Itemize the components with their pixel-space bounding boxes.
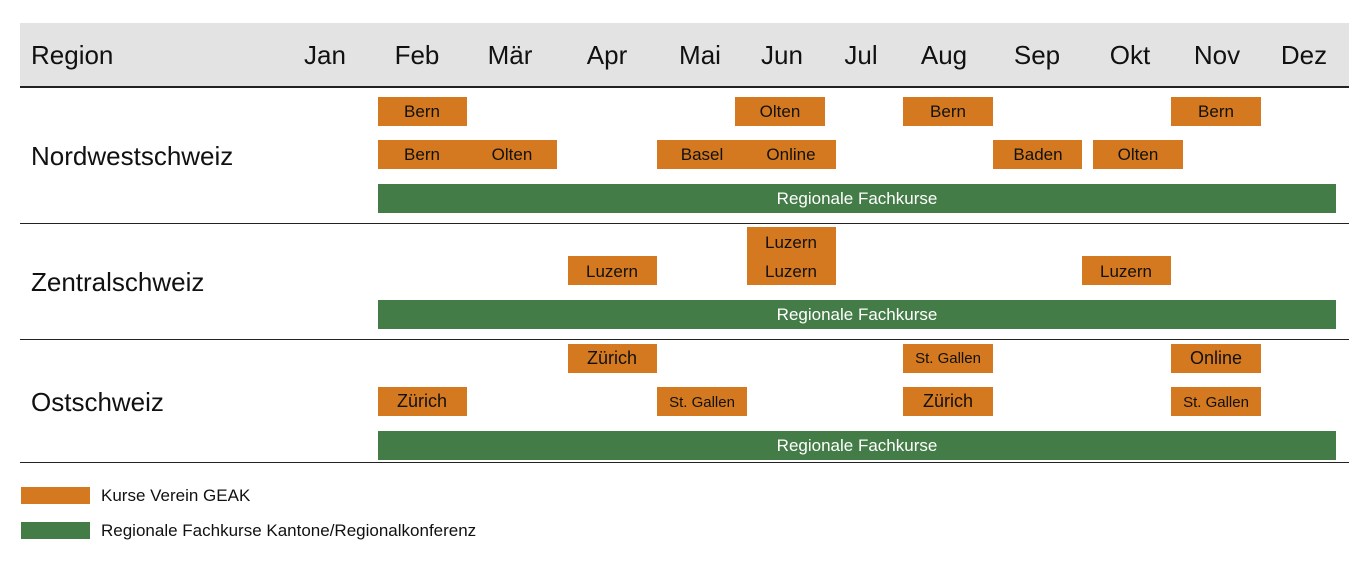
header-bar: Region bbox=[20, 23, 1349, 86]
course-bar bbox=[657, 387, 747, 416]
course-label: Online bbox=[766, 145, 816, 164]
course-bar bbox=[378, 140, 557, 169]
course-label: Bern bbox=[404, 145, 440, 164]
course-bar bbox=[735, 97, 825, 126]
month-jun: Jun bbox=[761, 40, 803, 70]
course-bar bbox=[657, 140, 836, 169]
course-label: Olten bbox=[1117, 145, 1159, 164]
region-name-nordwestschweiz: Nordwestschweiz bbox=[31, 141, 234, 171]
course-bar bbox=[1171, 387, 1261, 416]
region-divider bbox=[20, 223, 1349, 224]
month-feb: Feb bbox=[394, 40, 440, 70]
course-bar bbox=[1171, 97, 1261, 126]
region-name-ostschweiz: Ostschweiz bbox=[31, 387, 164, 417]
month-okt: Okt bbox=[1109, 40, 1151, 70]
course-label: St. Gallen bbox=[915, 350, 981, 367]
course-label: Basel bbox=[680, 145, 724, 164]
legend-swatch-fachkurse bbox=[21, 522, 90, 539]
course-label: Online bbox=[1189, 348, 1243, 368]
course-label: Olten bbox=[759, 102, 801, 121]
region-name-zentralschweiz: Zentralschweiz bbox=[31, 267, 205, 297]
fachkurse-bar: Regionale Fachkurse bbox=[378, 300, 1336, 329]
course-bar bbox=[1082, 256, 1171, 285]
course-label: Luzern bbox=[765, 262, 817, 281]
fachkurse-label: Regionale Fachkurse bbox=[776, 436, 938, 455]
course-bar bbox=[993, 140, 1082, 169]
course-label: Zürich bbox=[922, 391, 974, 411]
fachkurse-bar: Regionale Fachkurse bbox=[378, 184, 1336, 213]
course-label: Luzern bbox=[1100, 262, 1152, 281]
course-bar bbox=[1093, 140, 1183, 169]
month-jul: Jul bbox=[844, 40, 878, 70]
month-sep: Sep bbox=[1013, 40, 1061, 70]
legend-label-geak: Kurse Verein GEAK bbox=[101, 486, 251, 505]
fachkurse-label: Regionale Fachkurse bbox=[776, 189, 938, 208]
course-label: Bern bbox=[404, 102, 440, 121]
course-label: Bern bbox=[1198, 102, 1234, 121]
course-bar bbox=[378, 387, 467, 416]
month-mai: Mai bbox=[679, 40, 721, 70]
course-label: Zürich bbox=[586, 348, 638, 368]
header-region-label: Region bbox=[31, 40, 114, 70]
month-dez: Dez bbox=[1280, 40, 1328, 70]
month-aug: Aug bbox=[920, 40, 968, 70]
legend-swatch-geak bbox=[21, 487, 90, 504]
header-divider bbox=[20, 86, 1349, 88]
course-label: Luzern bbox=[586, 262, 638, 281]
table-bottom-border bbox=[20, 462, 1349, 463]
course-bar bbox=[903, 97, 993, 126]
course-label: Baden bbox=[1013, 145, 1063, 164]
course-label: Luzern bbox=[765, 233, 817, 252]
month-mar: Mär bbox=[487, 40, 533, 70]
month-apr: Apr bbox=[586, 40, 628, 70]
course-label: St. Gallen bbox=[1183, 394, 1249, 411]
course-bar bbox=[903, 344, 993, 373]
course-bar bbox=[568, 344, 657, 373]
course-label: St. Gallen bbox=[669, 394, 735, 411]
course-label: Olten bbox=[491, 145, 533, 164]
region-divider bbox=[20, 339, 1349, 340]
course-bar bbox=[903, 387, 993, 416]
month-nov: Nov bbox=[1193, 40, 1241, 70]
course-label: Zürich bbox=[396, 391, 448, 411]
fachkurse-bar: Regionale Fachkurse bbox=[378, 431, 1336, 460]
month-jan: Jan bbox=[304, 40, 346, 70]
course-bar bbox=[1171, 344, 1261, 373]
course-bar bbox=[378, 97, 467, 126]
course-bar bbox=[568, 256, 657, 285]
fachkurse-label: Regionale Fachkurse bbox=[776, 305, 938, 324]
course-bar bbox=[747, 227, 836, 285]
legend-label-fachkurse: Regionale Fachkurse Kantone/Regionalkonf… bbox=[101, 521, 477, 540]
course-label: Bern bbox=[930, 102, 966, 121]
